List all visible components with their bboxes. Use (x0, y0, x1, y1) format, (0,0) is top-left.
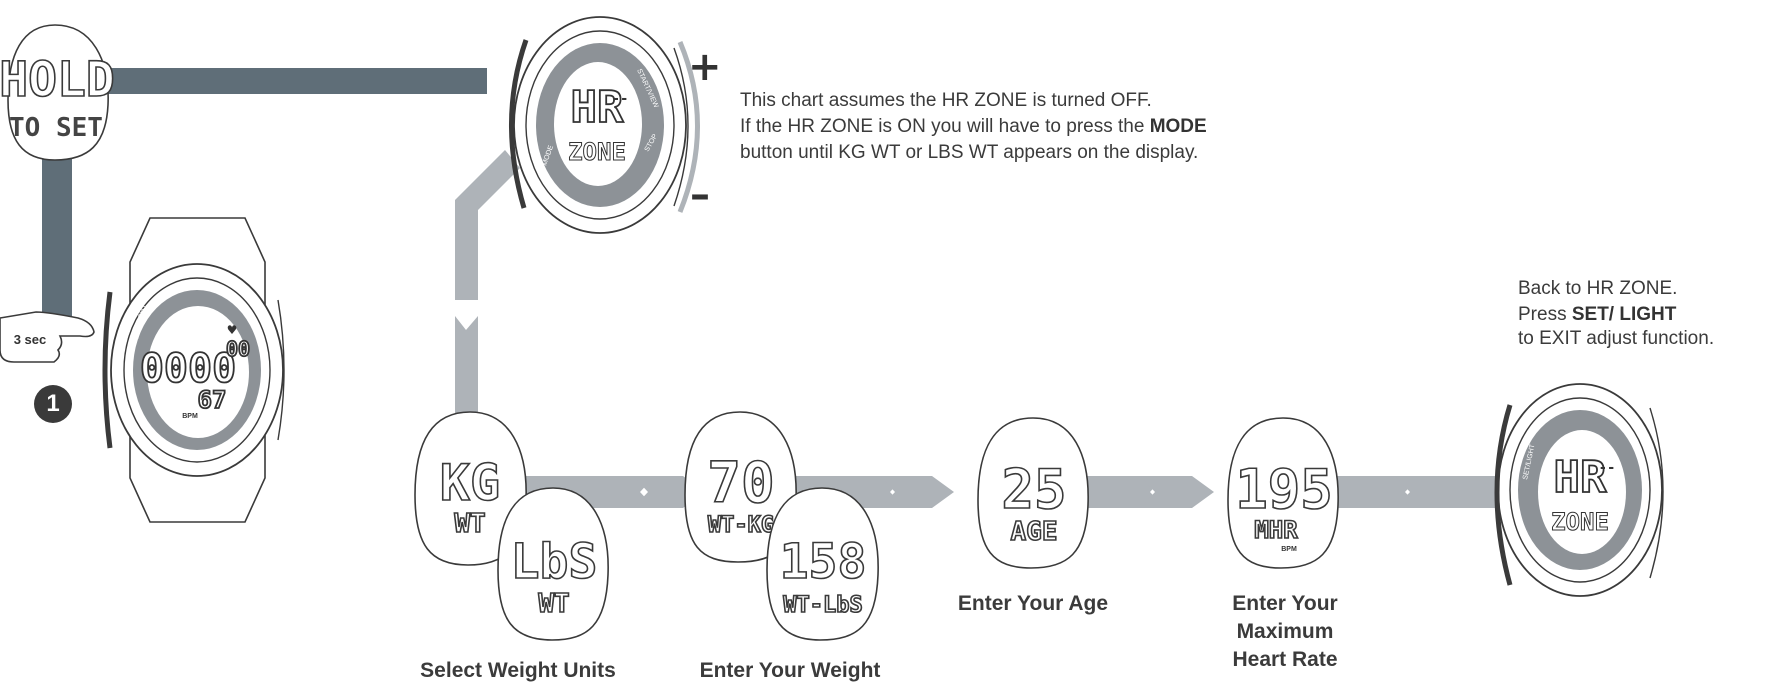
wt-kg-display: 70 WT-KG (684, 411, 797, 563)
mode-keyword: MODE (1149, 116, 1207, 137)
back-note-line-1: Back to HR ZONE. (1518, 278, 1678, 299)
time-readout: 0000 (140, 346, 236, 392)
hr-zone-note: This chart assumes the HR ZONE is turned… (740, 88, 1360, 166)
mhr-bpm-label: BPM (1281, 546, 1297, 553)
back-note-line-2-text: Press (1518, 304, 1572, 325)
caption-mhr-line-3: Heart Rate (1232, 648, 1338, 671)
note-line-1: This chart assumes the HR ZONE is turned… (740, 90, 1152, 111)
heart-icon: ♥ (227, 323, 238, 337)
seconds-readout: 00 (226, 337, 250, 361)
final-zone-text: ZONE (1551, 508, 1609, 536)
main-watch: 0000 00 ♥ 67 BPM SET/LIGHT (102, 217, 285, 523)
heart-rate-readout: 67 (198, 386, 227, 414)
bpm-label: BPM (182, 413, 198, 420)
back-note: Back to HR ZONE. Press SET/ LIGHT to EXI… (1518, 276, 1768, 352)
note-line-2-text: If the HR ZONE is ON you will have to pr… (740, 116, 1150, 137)
wt-lbs-display: 158 WT-LbS (766, 487, 879, 641)
caption-mhr: Enter Your Maximum Heart Rate (1190, 590, 1380, 674)
mhr-text: MHR (1254, 516, 1298, 544)
note-line-3: button until KG WT or LBS WT appears on … (740, 142, 1199, 163)
finger-press-icon: 3 sec (0, 311, 95, 363)
age-display: 25 AGE (977, 417, 1089, 569)
final-hr-zone-watch: HR -- ZONE SET/LIGHT (1494, 383, 1664, 597)
caption-weight-units: Select Weight Units (420, 659, 616, 682)
caption-mhr-line-2: Maximum (1236, 620, 1334, 643)
step-badge: 1 (34, 385, 72, 423)
dashes-text: -- (612, 91, 629, 107)
minus-button[interactable]: – (690, 172, 710, 218)
caption-mhr-line-1: Enter Your (1232, 592, 1338, 615)
back-note-line-3: to EXIT adjust function. (1518, 328, 1715, 349)
zone-text: ZONE (568, 138, 626, 166)
kg-text: KG (440, 454, 500, 512)
wt-lbs-text: WT-LbS (783, 593, 862, 618)
to-set-text: TO SET (9, 113, 103, 143)
kg-wt-display: KG WT (414, 411, 527, 566)
caption-age: Enter Your Age (957, 592, 1109, 615)
back-note-line-2: Press SET/ LIGHT (1518, 302, 1768, 328)
lbs-text: LbS (511, 534, 598, 590)
note-line-2: If the HR ZONE is ON you will have to pr… (740, 114, 1360, 140)
light-connector-vertical (455, 150, 520, 415)
wt-kg-text: WT-KG (708, 513, 774, 538)
final-dashes-text: -- (1599, 460, 1616, 476)
press-duration-label: 3 sec (14, 332, 47, 347)
weight-kg-value: 70 (707, 451, 774, 516)
final-hr-text: HR (1554, 452, 1607, 503)
hr-zone-watch: HR -- ZONE MODE START/VIEW STOP (509, 16, 700, 234)
set-light-keyword: SET/ LIGHT (1571, 304, 1677, 325)
wt-text: WT (454, 509, 485, 539)
lbs-wt-text: WT (538, 589, 569, 619)
hold-text: HOLD (0, 52, 115, 108)
lbs-wt-display: LbS WT (497, 487, 609, 641)
caption-weight: Enter Your Weight (699, 659, 881, 682)
weight-lbs-value: 158 (780, 534, 867, 590)
hr-text: HR (571, 82, 624, 133)
mhr-display: 195 MHR BPM (1227, 417, 1339, 569)
age-text: AGE (1011, 517, 1058, 547)
hold-to-set-display: HOLD TO SET (0, 24, 116, 161)
age-value: 25 (1001, 458, 1066, 521)
plus-button[interactable]: + (688, 44, 722, 90)
mhr-value: 195 (1235, 458, 1333, 521)
